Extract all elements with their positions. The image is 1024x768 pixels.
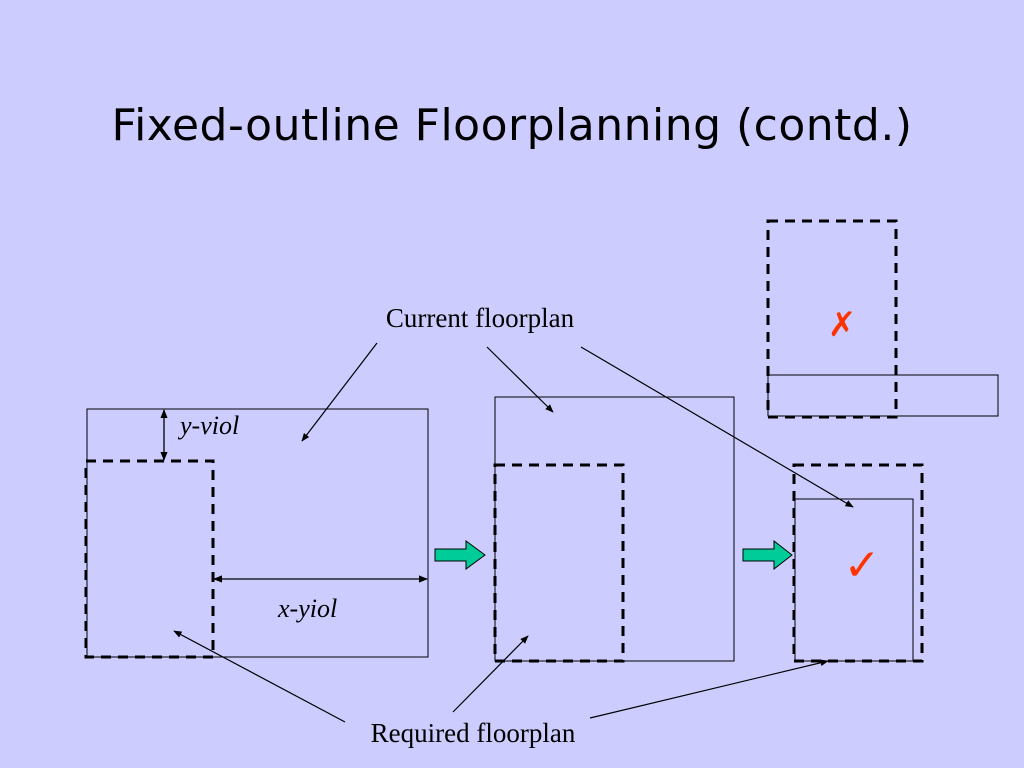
current-pointer-1 — [301, 342, 378, 442]
y-violation-label: y-viol — [177, 411, 239, 440]
current-pointer-3 — [580, 346, 854, 508]
accepted-required-floorplan — [792, 463, 924, 663]
required-floorplan-label: Required floorplan — [371, 718, 576, 748]
reject-mark-icon: ✗ — [828, 305, 857, 345]
required-floorplan-2 — [493, 463, 625, 663]
current-floorplan-2 — [494, 396, 735, 662]
rejected-current-floorplan — [767, 374, 999, 417]
current-floorplan-1 — [86, 408, 429, 658]
required-pointer-1 — [173, 630, 346, 723]
transition-arrow-2 — [742, 539, 793, 571]
current-floorplan-label: Current floorplan — [386, 303, 575, 333]
required-floorplan-1 — [84, 459, 215, 659]
transition-arrow-1 — [434, 540, 486, 570]
x-violation-label: x-yiol — [277, 594, 337, 623]
slide-title: Fixed-outline Floorplanning (contd.) — [111, 100, 913, 151]
required-pointer-2 — [452, 635, 529, 713]
rejected-required-floorplan — [766, 219, 898, 419]
required-pointer-3 — [589, 659, 829, 719]
accept-mark-icon: ✓ — [844, 540, 881, 591]
current-pointer-2 — [486, 346, 554, 413]
